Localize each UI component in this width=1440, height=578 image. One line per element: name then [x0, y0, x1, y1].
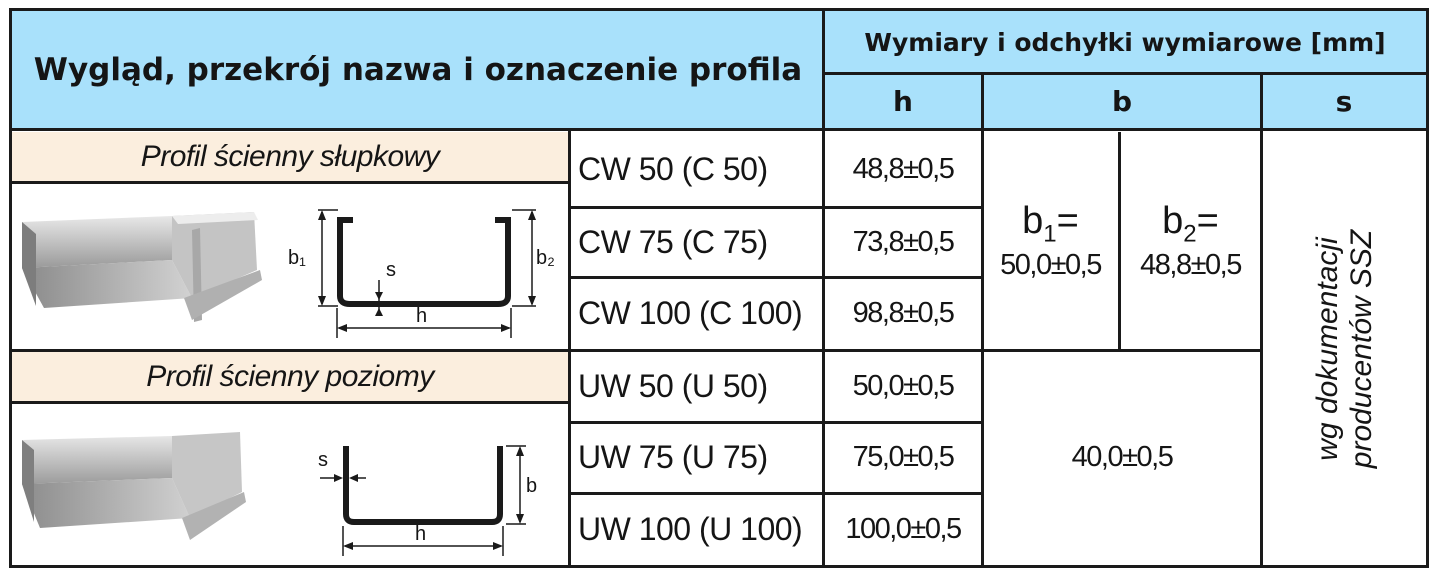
grid-line: [12, 128, 1426, 131]
s-label: s: [386, 259, 396, 281]
grid-line: [1260, 74, 1263, 565]
category-stud-profile: Profil ścienny słupkowy: [12, 132, 568, 182]
header-s: s: [1262, 74, 1426, 129]
b-label: b: [526, 475, 537, 497]
b2-value: 48,8±0,5: [1140, 248, 1242, 281]
h-value: 98,8±0,5: [852, 297, 955, 329]
grid-line: [12, 181, 569, 184]
stud-profile-illustration: [22, 212, 262, 322]
s-label: s: [318, 449, 328, 471]
b2-subscript: 2: [1183, 220, 1197, 248]
b1-equals: =: [1056, 200, 1079, 243]
track-profile-cross-section: s b h: [318, 445, 537, 556]
h-value: 73,8±0,5: [852, 225, 955, 258]
b1-value: 50,0±0,5: [1000, 248, 1102, 281]
b2-cell: b2= 48,8±0,5: [1119, 132, 1262, 350]
product-name: CW 50 (C 50): [578, 151, 768, 187]
s-note-line1: wg dokumentacji: [1311, 237, 1344, 461]
profile-table: [9, 8, 1429, 568]
grid-line: [822, 11, 825, 565]
grid-line: [12, 349, 1262, 352]
h-label: h: [416, 305, 427, 327]
header-main: Wygląd, przekrój nazwa i oznaczenie prof…: [12, 11, 824, 129]
grid-line: [12, 401, 569, 404]
header-dimensions: Wymiary i odchyłki wymiarowe [mm]: [824, 11, 1426, 74]
header-h: h: [824, 74, 982, 129]
b2-label: b: [1162, 200, 1184, 243]
product-name: UW 50 (U 50): [578, 367, 768, 404]
h-value: 100,0±0,5: [845, 512, 962, 545]
category-track-profile: Profil ścienny poziomy: [12, 352, 568, 402]
grid-line: [822, 72, 1426, 75]
b2-label: b₂: [536, 247, 555, 269]
header-b: b: [982, 74, 1262, 129]
b2-equals: =: [1196, 200, 1219, 243]
product-name: UW 100 (U 100): [578, 510, 803, 547]
h-value: 75,0±0,5: [852, 441, 955, 473]
grid-line: [568, 130, 571, 565]
h-value: 48,8±0,5: [852, 153, 955, 185]
grid-line: [570, 206, 982, 209]
b1-cell: b1= 50,0±0,5: [982, 132, 1119, 350]
grid-line: [570, 276, 982, 279]
grid-line: [570, 492, 982, 495]
b-track-value: 40,0±0,5: [1071, 441, 1174, 473]
track-profile-illustration: [22, 432, 246, 540]
grid-line: [1118, 132, 1121, 350]
s-note: wg dokumentacji producentów SSZ: [1311, 189, 1379, 509]
s-note-line2: producentów SSZ: [1345, 229, 1378, 469]
b1-label: b: [1022, 200, 1044, 243]
b1-subscript: 1: [1043, 220, 1057, 248]
h-label: h: [415, 523, 426, 545]
product-name: CW 75 (C 75): [578, 223, 768, 260]
h-value: 50,0±0,5: [852, 369, 955, 402]
grid-line: [981, 74, 984, 565]
b1-label: b₁: [288, 247, 306, 269]
grid-line: [570, 421, 982, 424]
stud-profile-cross-section: b₁ b₂ s h: [288, 209, 555, 338]
product-name: CW 100 (C 100): [578, 295, 803, 331]
product-name: UW 75 (U 75): [578, 439, 768, 475]
